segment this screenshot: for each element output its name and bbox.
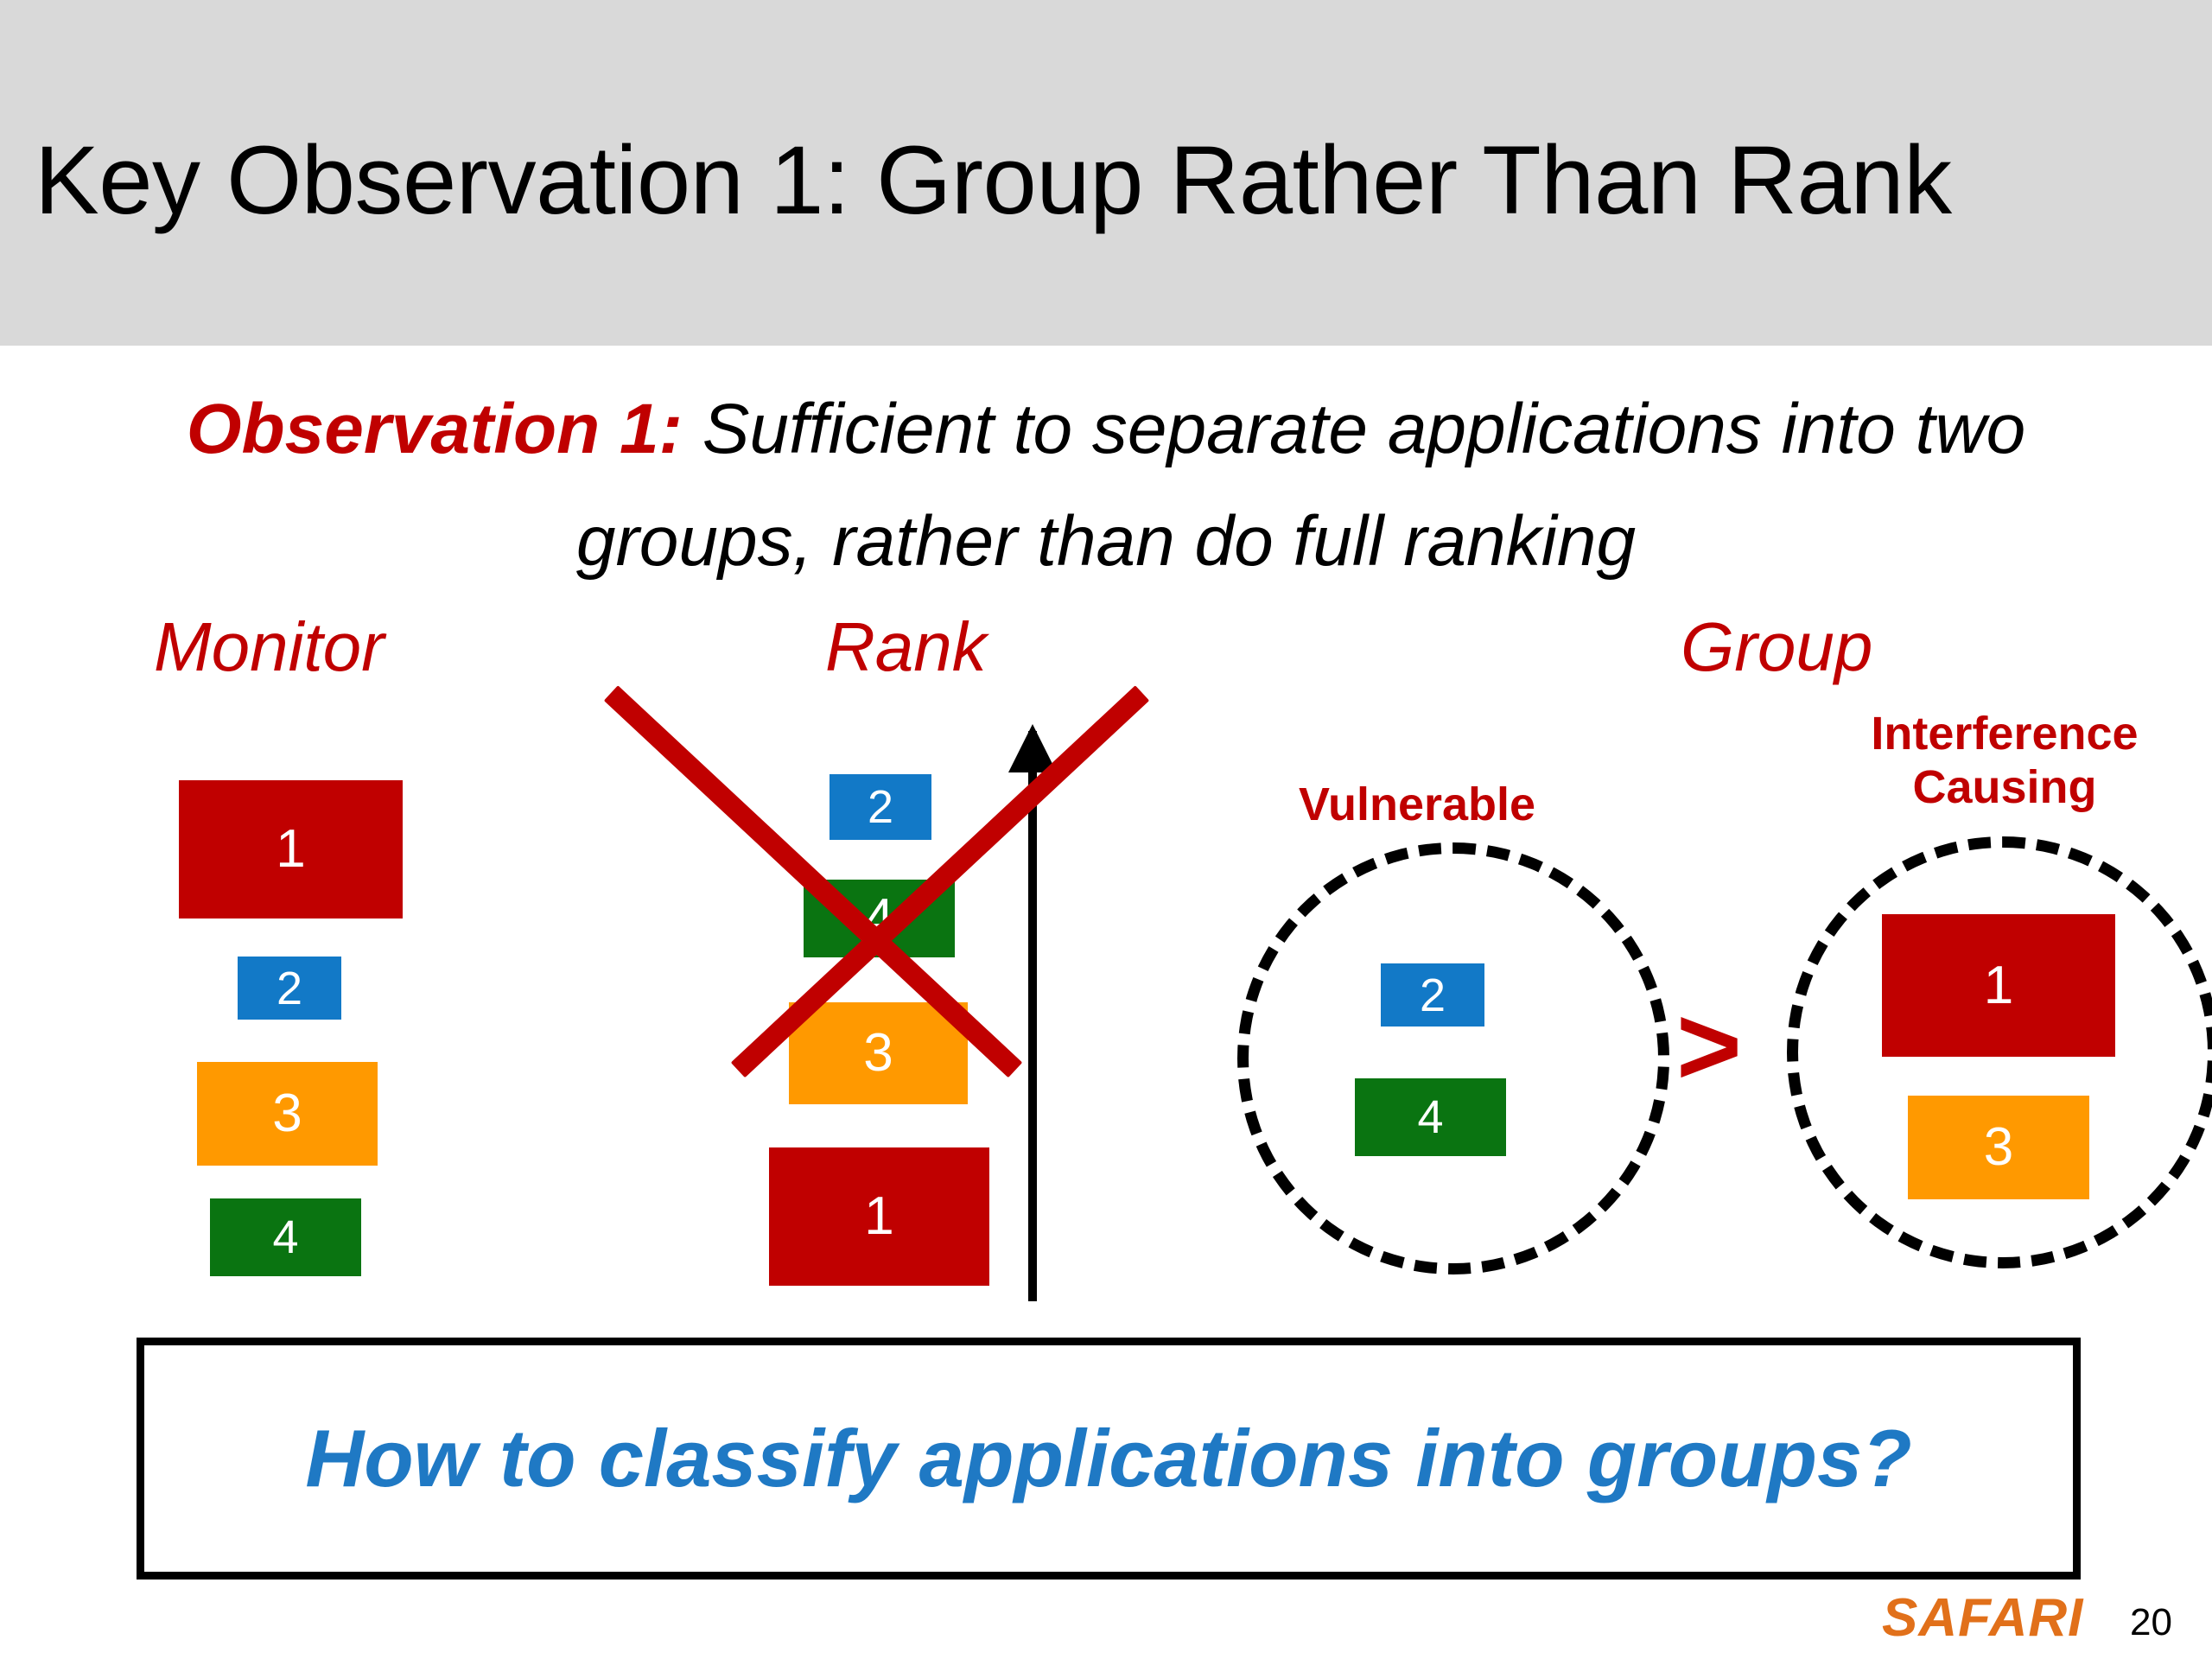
block-label: 4 (272, 1211, 299, 1263)
column-caption-group: Group (1681, 608, 1873, 685)
block-label: 3 (1983, 1117, 2014, 1177)
group-label-vulnerable: Vulnerable (1227, 778, 1607, 831)
monitor-block-4: 4 (210, 1198, 361, 1276)
observation-rest: Sufficient to separate applications into… (575, 390, 2026, 581)
rank-block-2: 2 (830, 774, 931, 840)
page-title: Key Observation 1: Group Rather Than Ran… (35, 126, 1952, 234)
block-label: 4 (1417, 1091, 1444, 1143)
rank-block-3: 3 (789, 1002, 968, 1104)
column-caption-rank: Rank (825, 608, 987, 685)
monitor-block-1: 1 (179, 780, 403, 918)
block-label: 3 (272, 1084, 302, 1143)
vulnerable-block-4: 4 (1355, 1078, 1506, 1156)
vulnerable-set-circle (1237, 842, 1669, 1274)
group-label-line1: Interference (1871, 708, 2139, 760)
block-label: 1 (276, 819, 306, 879)
observation-statement: Observation 1: Sufficient to separate ap… (156, 373, 2056, 598)
monitor-block-3: 3 (197, 1062, 378, 1166)
rank-axis-arrowhead-icon (1008, 724, 1057, 772)
interference-block-3: 3 (1908, 1096, 2089, 1199)
vulnerable-block-2: 2 (1381, 963, 1484, 1027)
rank-axis-line (1028, 731, 1037, 1301)
group-label-interference-causing: Interference Causing (1815, 707, 2195, 814)
block-label: 1 (864, 1186, 894, 1246)
title-bar: Key Observation 1: Group Rather Than Ran… (0, 0, 2212, 346)
block-label: 2 (1419, 969, 1446, 1021)
page-number: 20 (2130, 1601, 2172, 1643)
block-label: 2 (867, 781, 894, 833)
callout-text: How to classify applications into groups… (305, 1413, 1912, 1503)
greater-than-symbol: > (1676, 982, 1742, 1109)
observation-lead: Observation 1: (186, 390, 683, 468)
monitor-block-2: 2 (238, 957, 341, 1020)
block-label: 2 (276, 962, 303, 1014)
group-label-line2: Causing (1912, 761, 2097, 813)
block-label: 3 (863, 1023, 893, 1083)
column-caption-monitor: Monitor (154, 608, 385, 685)
rank-block-1: 1 (769, 1147, 989, 1286)
callout-box: How to classify applications into groups… (137, 1338, 2081, 1580)
interference-block-1: 1 (1882, 914, 2115, 1057)
safari-logo: SAFARI (1882, 1588, 2084, 1648)
block-label: 1 (1983, 955, 2014, 1015)
group-label-text: Vulnerable (1298, 779, 1536, 830)
